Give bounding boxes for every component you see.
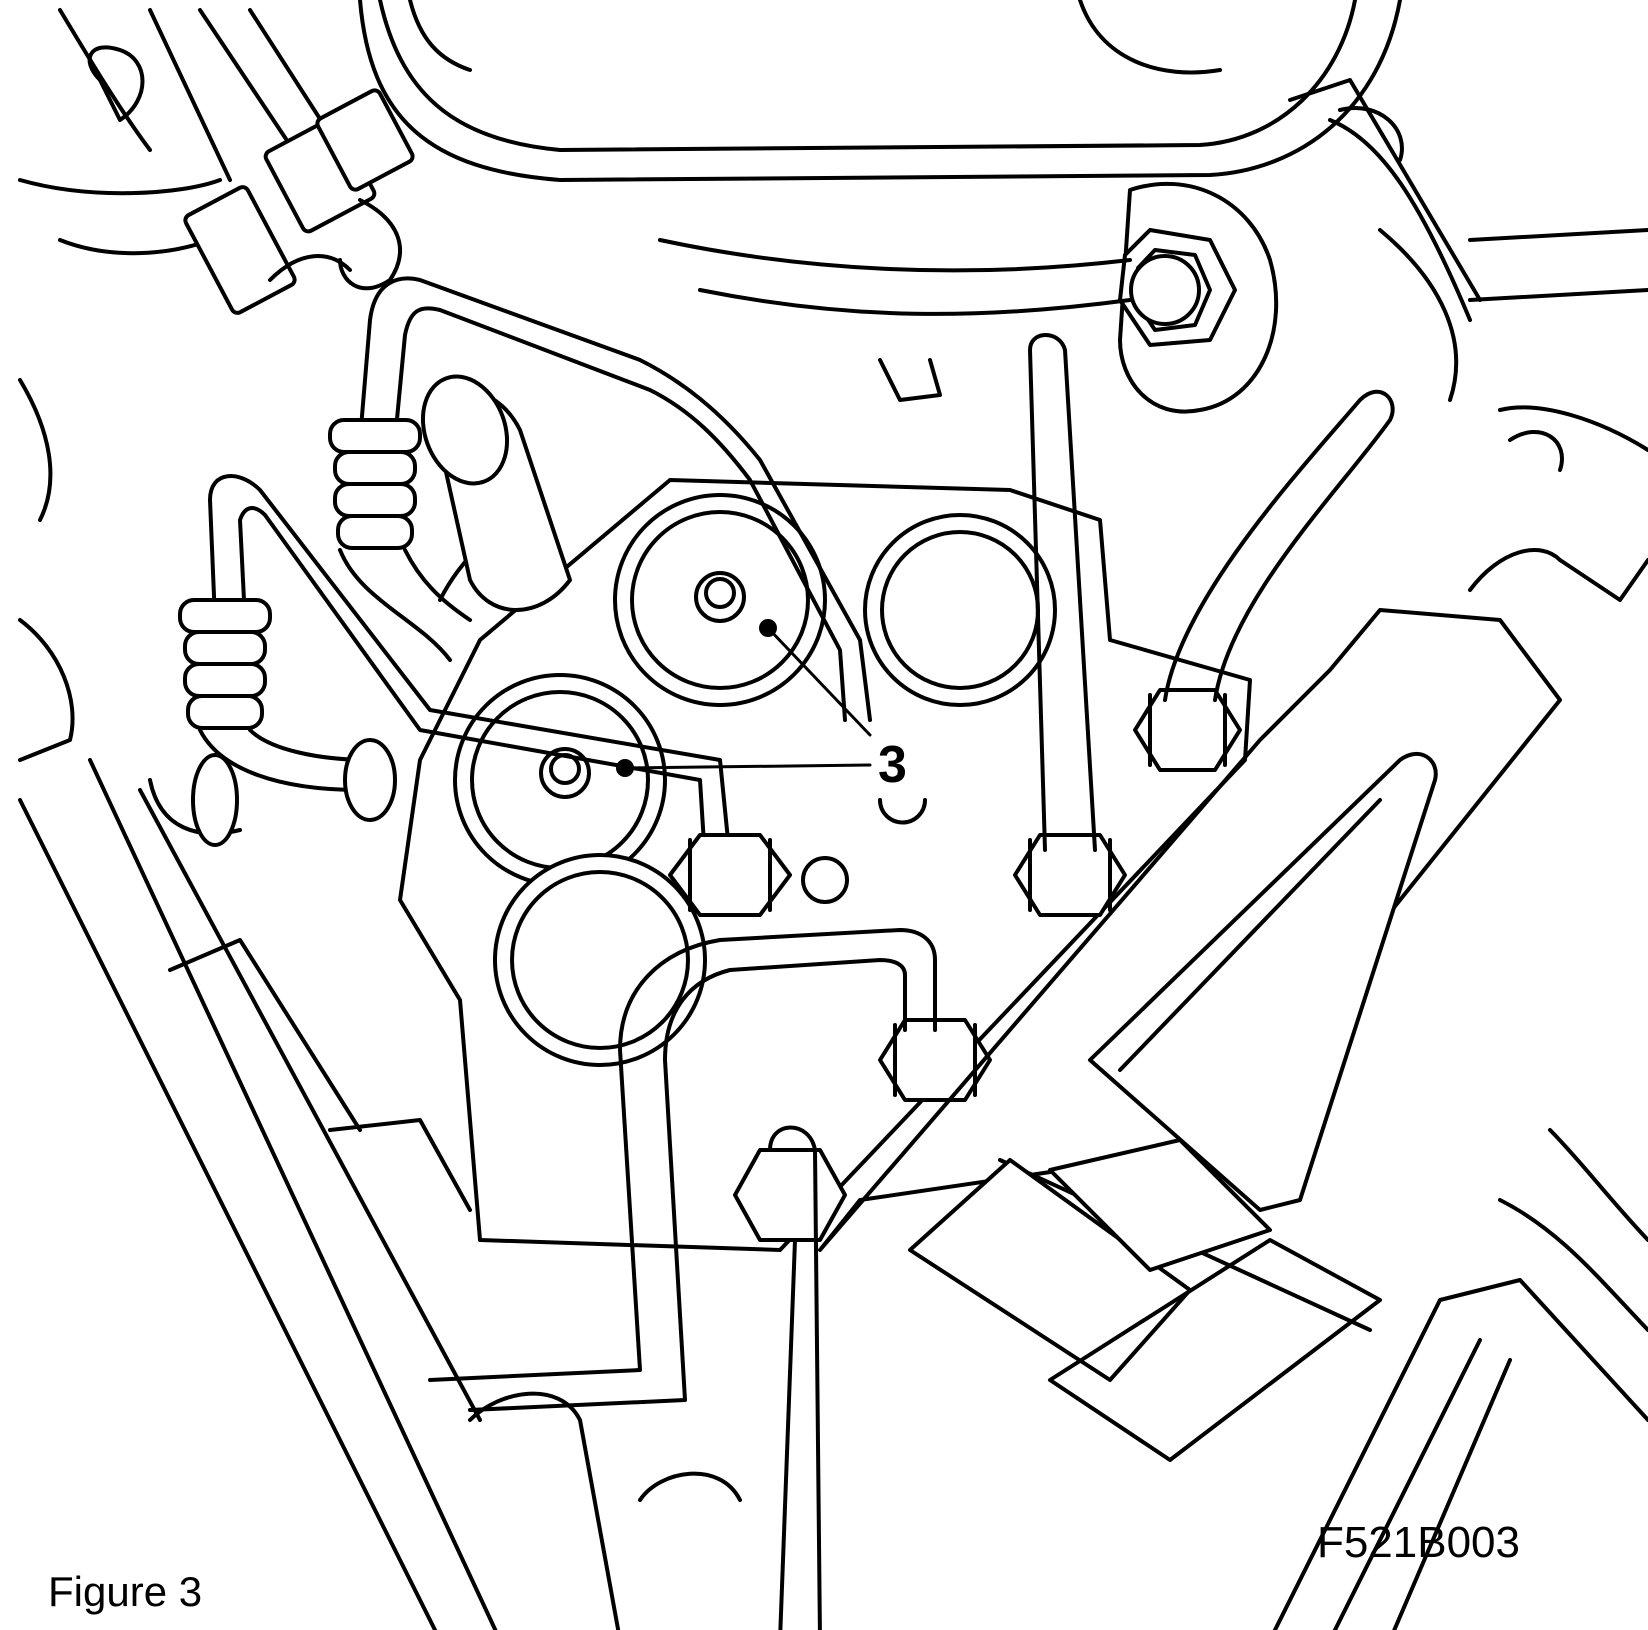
tube-nut [878,1018,992,1102]
brake-line-lower [428,928,937,1412]
solenoid-bore-right [863,513,1057,707]
tube-nut [733,1148,847,1242]
line-fitting-left-top [328,418,422,550]
figure-caption: Figure 3 [48,1568,203,1615]
tube-nut [1133,688,1242,772]
lower-right-structure [1272,1128,1648,1630]
mounting-bracket [818,548,1648,1462]
port-hole [878,798,927,825]
accumulator-cylinder [420,374,572,612]
brake-line-vertical [1028,333,1097,852]
tube-nut [668,833,792,917]
line-fitting-left-mid [178,598,272,730]
figure-code: F521B003 [1316,1518,1520,1567]
line-elbow [343,738,397,822]
brake-line [403,548,472,622]
electrical-connector [183,88,415,315]
port-hole [801,856,849,904]
solenoid-bore-upper [613,493,827,707]
brake-line-down [768,1125,822,1630]
callout-leaders [616,619,872,777]
brake-line [198,728,362,792]
line-elbow [191,753,239,847]
callout-number: 3 [878,736,907,794]
solenoid-bore-middle [453,673,667,887]
brake-line-diagonal [1163,389,1395,702]
tube-nut [1013,833,1127,917]
intake-housing [358,0,1402,182]
mounting-nut [658,181,1279,414]
brake-line [338,548,452,662]
brake-line-left-loop [208,474,732,862]
brake-line-top-loop [358,276,872,722]
frame-rails [18,378,742,1630]
left-hose [18,8,342,256]
solenoid-bore-lower [493,853,707,1067]
right-structure [1288,78,1648,472]
brake-line-down [778,1238,797,1630]
